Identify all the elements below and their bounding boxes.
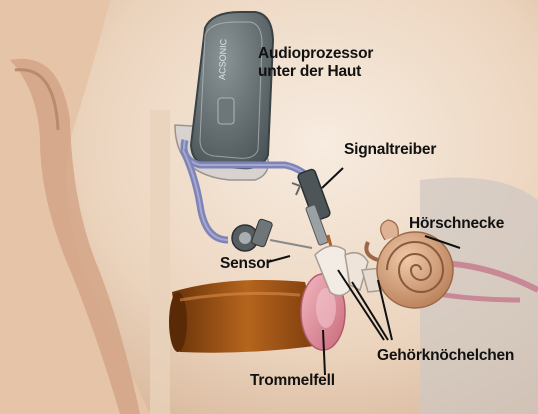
processor-device-icon: ACSONIC (191, 12, 273, 168)
label-audioprozessor-line2: unter der Haut (258, 63, 373, 81)
label-hoerschnecke: Hörschnecke (409, 215, 504, 233)
ear-canal-icon (169, 280, 322, 353)
label-signaltreiber: Signaltreiber (344, 141, 436, 159)
svg-text:ACSONIC: ACSONIC (217, 38, 228, 80)
label-audioprozessor-line1: Audioprozessor (258, 45, 373, 63)
label-audioprozessor: Audioprozessor unter der Haut (258, 45, 373, 81)
label-trommelfell: Trommelfell (250, 372, 335, 390)
label-sensor: Sensor (220, 255, 271, 273)
label-gehoerknoechelchen: Gehörknöchelchen (377, 347, 514, 365)
